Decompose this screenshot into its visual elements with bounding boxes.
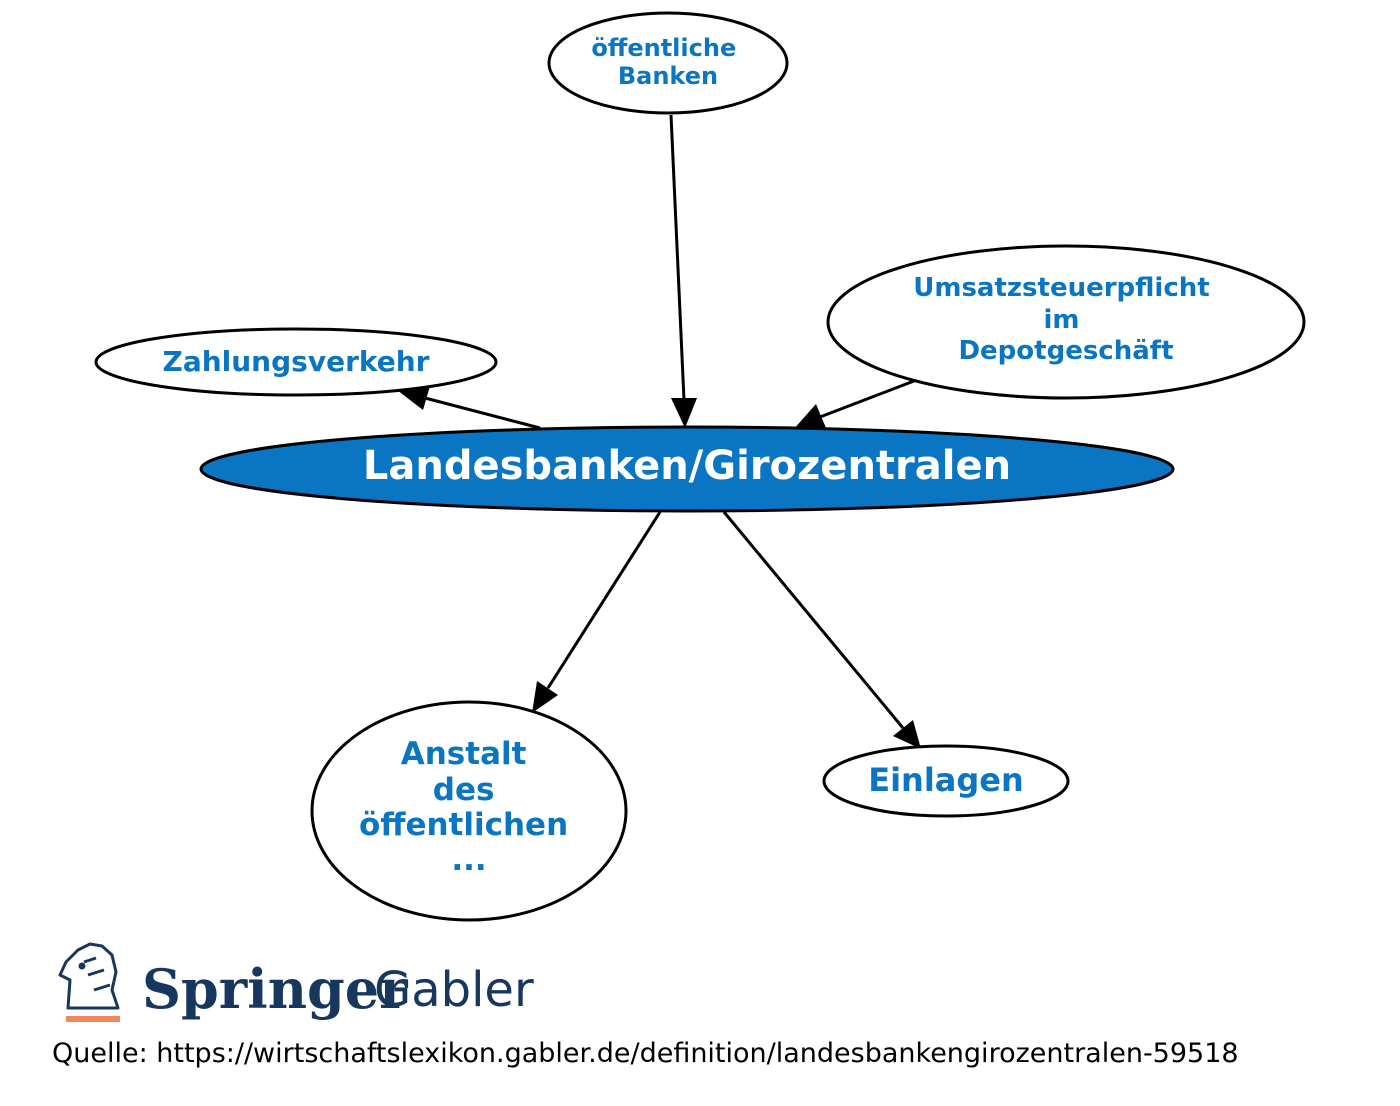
node-label-line: im (1043, 305, 1079, 335)
arrowhead-icon (671, 398, 697, 428)
node-label-line: Depotgeschäft (958, 336, 1173, 366)
arrowhead-icon (893, 720, 921, 749)
node-oeffentliche-banken: öffentliche Banken (547, 11, 789, 115)
svg-text:Zahlungsverkehr: Zahlungsverkehr (163, 345, 430, 378)
svg-text:Anstalt des öffent: Anstalt des öffentlichen ... (359, 736, 579, 878)
node-label-line: Einlagen (868, 761, 1024, 799)
node-anstalt: Anstalt des öffentlichen ... (310, 700, 628, 922)
node-umsatzsteuerpflicht: Umsatzsteuerpflicht im Depotgeschäft (826, 244, 1306, 400)
source-citation: Quelle: https://wirtschaftslexikon.gable… (52, 1038, 1239, 1069)
node-center: Landesbanken/Girozentralen (199, 425, 1175, 513)
arrowhead-icon (397, 386, 430, 410)
svg-text:Umsatzsteuerpflicht im: Umsatzsteuerpflicht im Depotgeschäft (913, 273, 1219, 366)
node-zahlungsverkehr: Zahlungsverkehr (94, 327, 498, 397)
edge-center-to-anstalt (546, 511, 662, 689)
brand-springer: Springer (142, 957, 408, 1021)
node-label-line: Banken (618, 62, 718, 90)
node-label-line: Umsatzsteuerpflicht (913, 273, 1209, 303)
svg-text:öffentliche Banken: öffentliche Banken (591, 34, 744, 90)
node-label-line: öffentliche (591, 34, 736, 62)
node-label-line: ... (451, 842, 486, 878)
brand-gabler: Gabler (374, 962, 534, 1018)
node-label-line: öffentlichen (359, 807, 568, 843)
node-label-line: des (433, 772, 495, 808)
edge-oeffentliche-banken-to-center (669, 114, 686, 401)
node-label-line: Anstalt (401, 736, 527, 772)
svg-text:Einlagen: Einlagen (868, 761, 1024, 799)
horse-head-icon (58, 942, 120, 1010)
edge-center-to-einlagen (722, 511, 905, 729)
arrowhead-icon (532, 681, 558, 713)
edge-center-to-zahlungsverkehr (424, 396, 541, 430)
arrowhead-icon (793, 404, 826, 430)
edges (397, 114, 921, 749)
center-label: Landesbanken/Girozentralen (363, 443, 1011, 489)
node-einlagen: Einlagen (822, 744, 1070, 818)
logo-accent-bar (66, 1016, 120, 1022)
node-label-line: Zahlungsverkehr (163, 345, 430, 378)
springer-gabler-logo: Springer Gabler (58, 942, 534, 1022)
edge-umsatzsteuer-to-center (819, 379, 915, 419)
